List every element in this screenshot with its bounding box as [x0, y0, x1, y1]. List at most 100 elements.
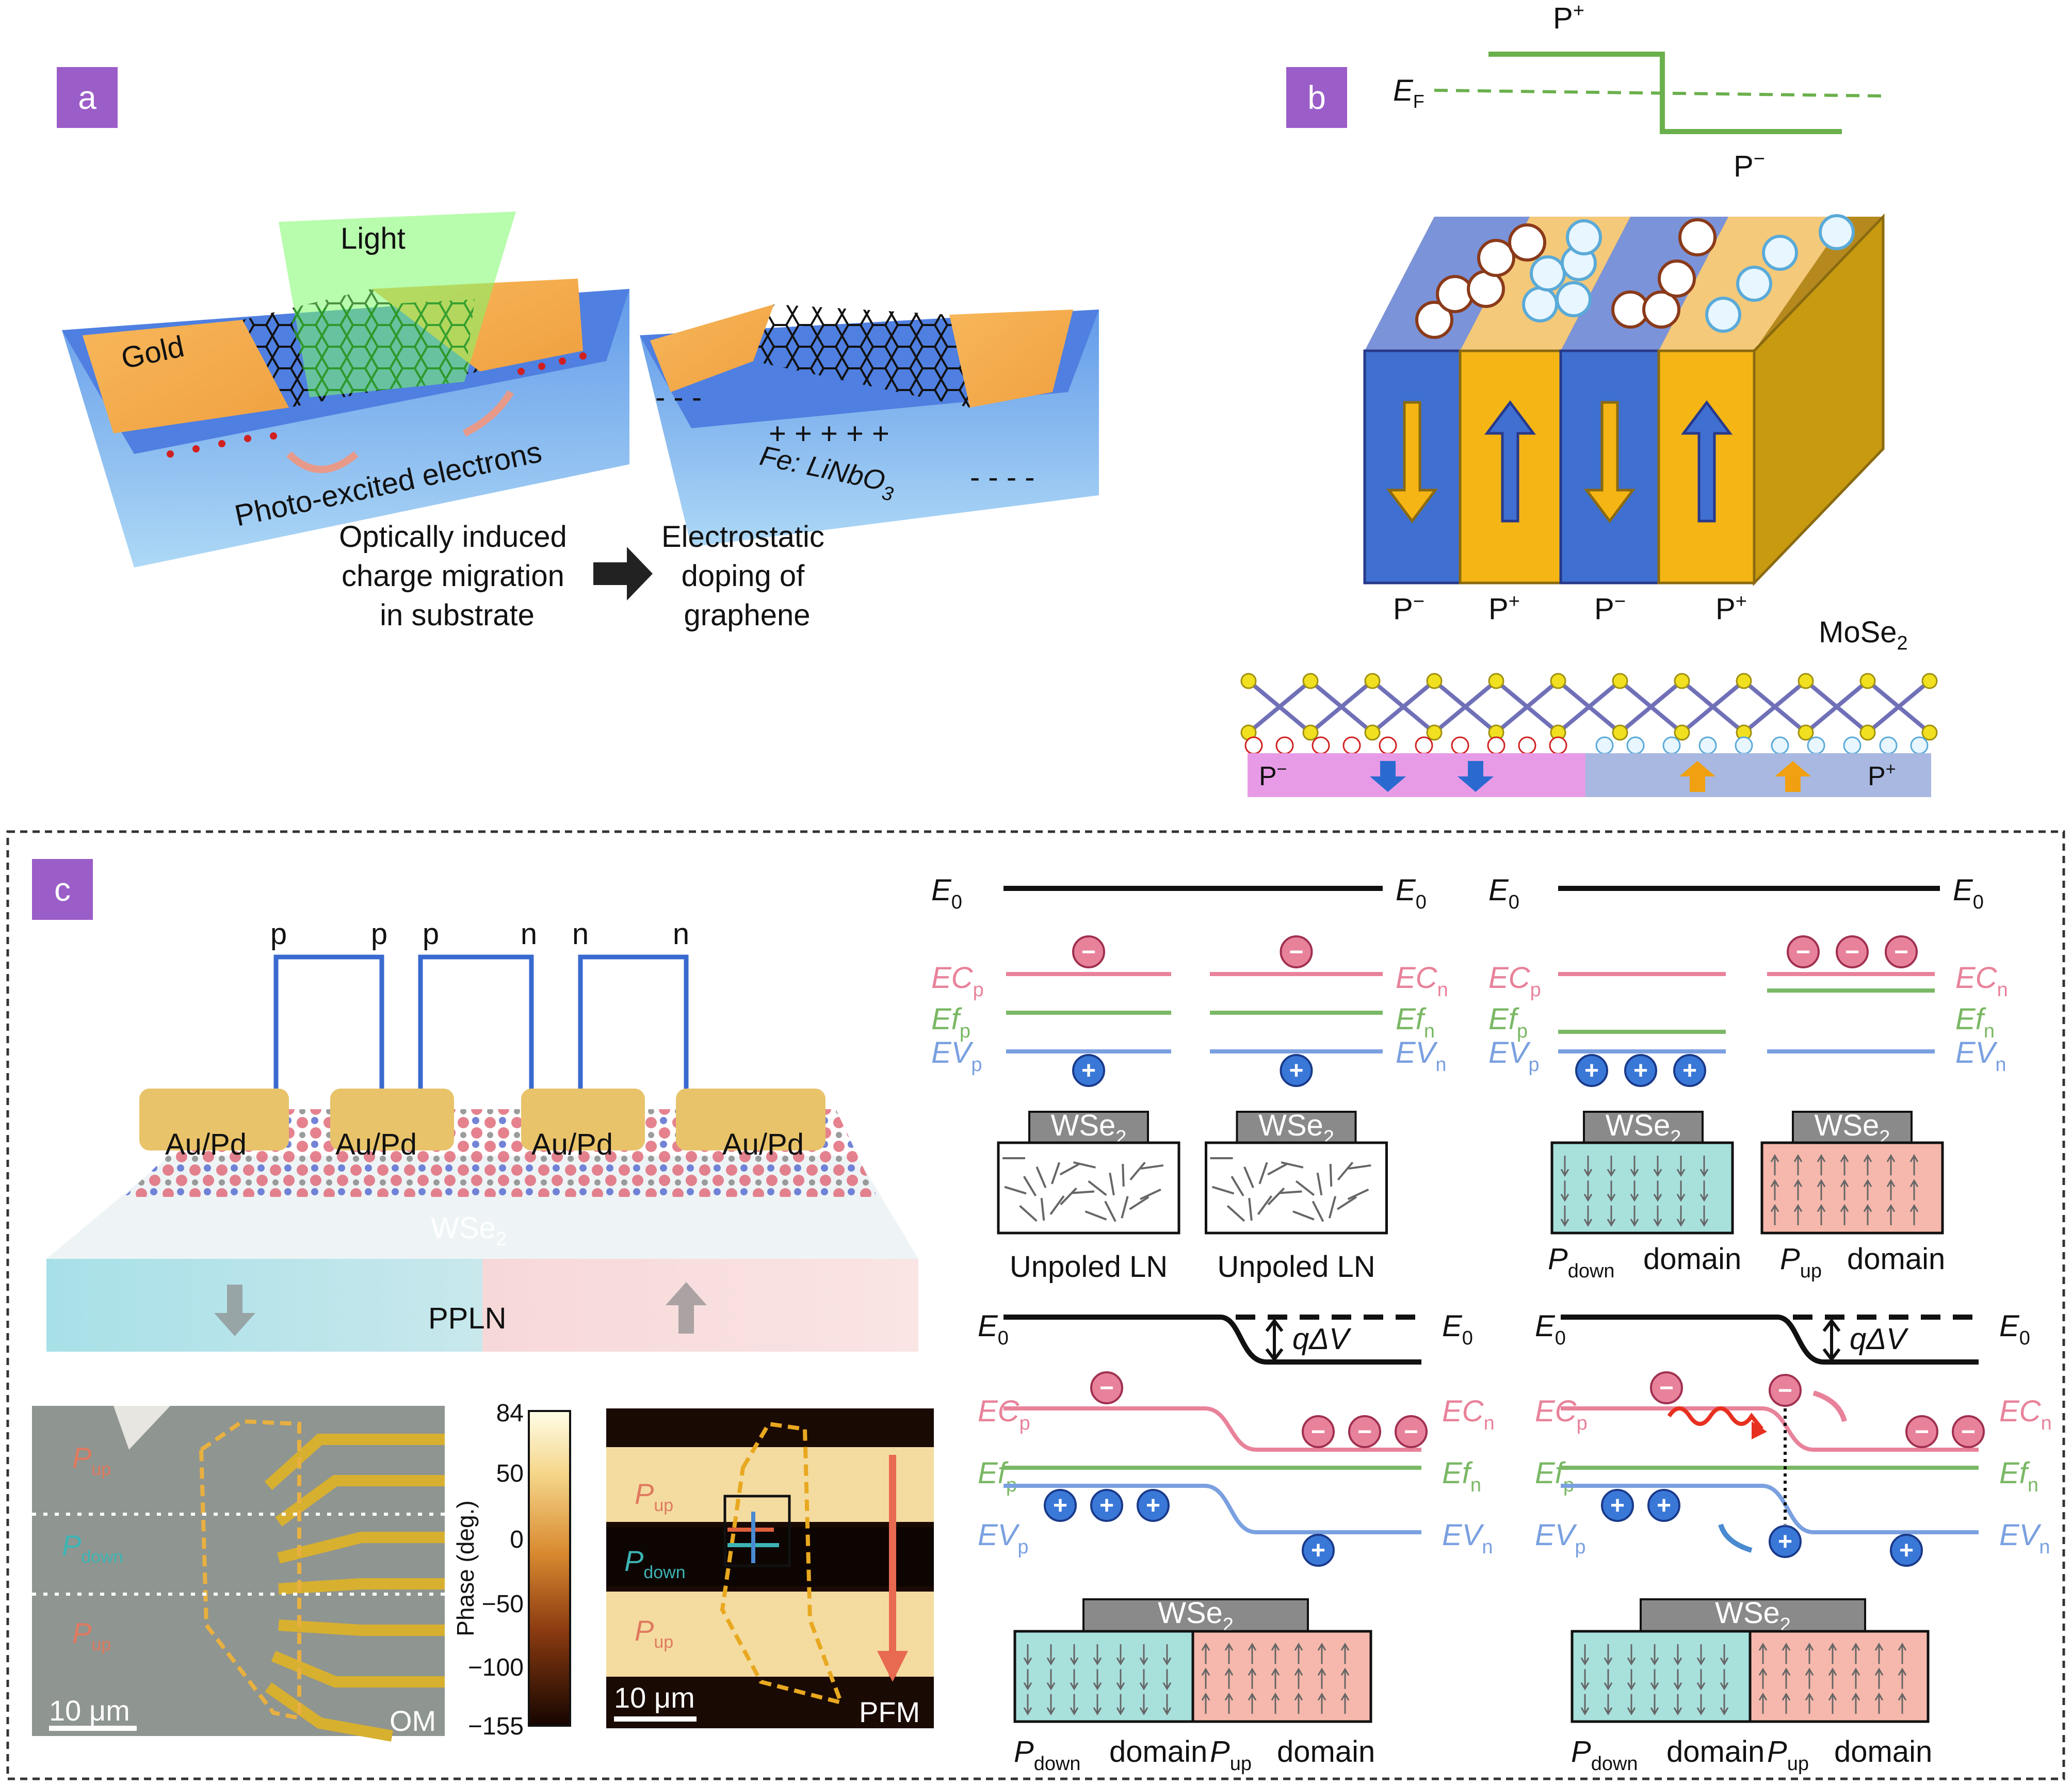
ppln-substrate: [46, 1259, 918, 1352]
ln-pdown-arrowhead: [1070, 1707, 1079, 1715]
ef-p-label: Efp: [931, 1002, 970, 1042]
electron: [1787, 935, 1820, 968]
electron: [1885, 935, 1918, 968]
ev-n-label-main: EV: [1442, 1518, 1485, 1552]
hole: [1647, 1489, 1680, 1522]
electron: [1905, 1415, 1938, 1448]
e0-left-main: E: [1535, 1309, 1556, 1343]
ln-pdown-arrowhead: [1630, 1169, 1639, 1177]
b-domain-label-2: P+: [1488, 591, 1520, 626]
hole-sign: +: [1146, 1492, 1160, 1519]
ln-pup-arrowhead: [1271, 1643, 1280, 1651]
wse2-cap: [1028, 1111, 1149, 1145]
e0-bent: [1003, 1315, 1421, 1365]
ef-p-label: Efp: [978, 1456, 1017, 1496]
e0-left-sub: 0: [1509, 891, 1519, 913]
neg-charges-left: - - -: [655, 381, 702, 414]
ln-pup-arrowhead: [1248, 1643, 1257, 1651]
ln-pdown-arrowhead: [1070, 1682, 1079, 1691]
wse2-cap-label-main: WSe: [1158, 1596, 1223, 1630]
ln-pdown-arrowhead: [1627, 1682, 1636, 1691]
pdown-label: Pdown: [1014, 1735, 1081, 1775]
ec-n-label-sub: n: [2041, 1413, 2052, 1434]
hole-sign: +: [1311, 1537, 1325, 1564]
ln-pdown-arrowhead: [1607, 1219, 1616, 1227]
ln-unpoled-dipole: [1279, 1190, 1302, 1194]
ln-unpoled-dipole: [1129, 1161, 1146, 1181]
ef-n-label: Efn: [1955, 1002, 1995, 1042]
electron-drift-arrow: [1812, 1390, 1847, 1422]
arrow-down-2: [1584, 401, 1636, 524]
ln-pdown-arrowhead: [1093, 1707, 1102, 1715]
ln-unpoled-dipole: [1088, 1180, 1107, 1196]
ln-pdown-arrowhead: [1627, 1657, 1636, 1666]
e0-left: E0: [1535, 1309, 1566, 1349]
electron-sign: −: [1778, 1377, 1792, 1404]
arrow-down-1: [1386, 401, 1438, 524]
ln-pdown-arrowhead: [1676, 1169, 1686, 1177]
ln-pup-arrowhead: [1874, 1667, 1884, 1676]
electron: [1395, 1415, 1428, 1448]
electron-sign: −: [1961, 1418, 1976, 1446]
ln-unpoled: [1205, 1141, 1388, 1235]
strip-pplus: [1585, 753, 1931, 797]
ln-pup-arrowhead: [1758, 1643, 1768, 1651]
domain-label-down: domain: [1109, 1735, 1207, 1769]
ec-p-label-sub: p: [1530, 979, 1541, 1001]
ln-unpoled-dipole: [1248, 1197, 1253, 1221]
pdown-label-sub: down: [1591, 1753, 1638, 1775]
ln-pdown-arrowhead: [1604, 1682, 1613, 1691]
ln-pup-arrowhead: [1898, 1643, 1907, 1651]
hole: [1601, 1489, 1634, 1522]
fermi-line: [1434, 89, 1884, 98]
wse2-cap-label-main: WSe: [1051, 1109, 1116, 1142]
hole: [1090, 1489, 1123, 1522]
ln-pup-arrowhead: [1851, 1667, 1860, 1676]
hole-sign: +: [1099, 1492, 1114, 1519]
ec-p-label: ECp: [931, 961, 984, 1001]
strip-left-label: P−: [1259, 759, 1287, 791]
ev-n-label-sub: n: [1995, 1054, 2006, 1076]
ln-pup-arrowhead: [1770, 1179, 1779, 1188]
pup-label-main: P: [1210, 1735, 1230, 1769]
strip-arrow-up-1: [1679, 761, 1715, 792]
ln-unpoled-dipole: [1337, 1161, 1354, 1181]
electron: [1072, 935, 1105, 968]
ec-bent: [1003, 1406, 1421, 1452]
electrode-4: [676, 1089, 825, 1150]
ln-pup-arrowhead: [1828, 1643, 1837, 1651]
hole: [1890, 1534, 1923, 1567]
om-scale-label: 10 μm: [49, 1694, 130, 1727]
panel-label-c: c: [32, 859, 93, 920]
ln-pdown-arrowhead: [1720, 1657, 1729, 1666]
ev-p-label: EVp: [1488, 1036, 1540, 1076]
ev-n-label: EVn: [1999, 1518, 2050, 1558]
ln-pup: [1191, 1630, 1372, 1723]
e0-right: E0: [1999, 1309, 2030, 1349]
ef-n-label-main: Ef: [1396, 1002, 1427, 1036]
ln-pup-arrowhead: [1793, 1204, 1803, 1212]
ln-pup-arrowhead: [1793, 1154, 1803, 1162]
electron: [1302, 1415, 1335, 1448]
colorbar-ticks: 84 50 0 −50 −100 −155: [468, 1400, 524, 1740]
electron: [1348, 1415, 1381, 1448]
ln-pup-arrowhead: [1271, 1667, 1280, 1676]
ln-unpoled-dipole: [1050, 1162, 1061, 1185]
ev-bent: [1561, 1484, 1979, 1534]
ef-n-label-sub: n: [1984, 1020, 1995, 1042]
wse2-device-label: WSe2: [431, 1211, 507, 1250]
contact-6: n: [673, 917, 689, 951]
electron-sign: −: [1081, 938, 1096, 966]
contact-3: p: [423, 917, 439, 951]
hole: [1280, 1054, 1313, 1087]
electron-sign: −: [1659, 1374, 1674, 1402]
ln-pup-arrowhead: [1782, 1667, 1791, 1676]
ln-pup-arrowhead: [1898, 1667, 1907, 1676]
ln-pup-arrowhead: [1909, 1154, 1919, 1162]
e0-left-main: E: [931, 873, 952, 907]
ln-pdown-arrowhead: [1607, 1193, 1616, 1202]
b-domain-label-4: P+: [1715, 591, 1747, 626]
cb-tick-50: 50: [496, 1460, 524, 1487]
ppln-label: PPLN: [428, 1302, 507, 1335]
